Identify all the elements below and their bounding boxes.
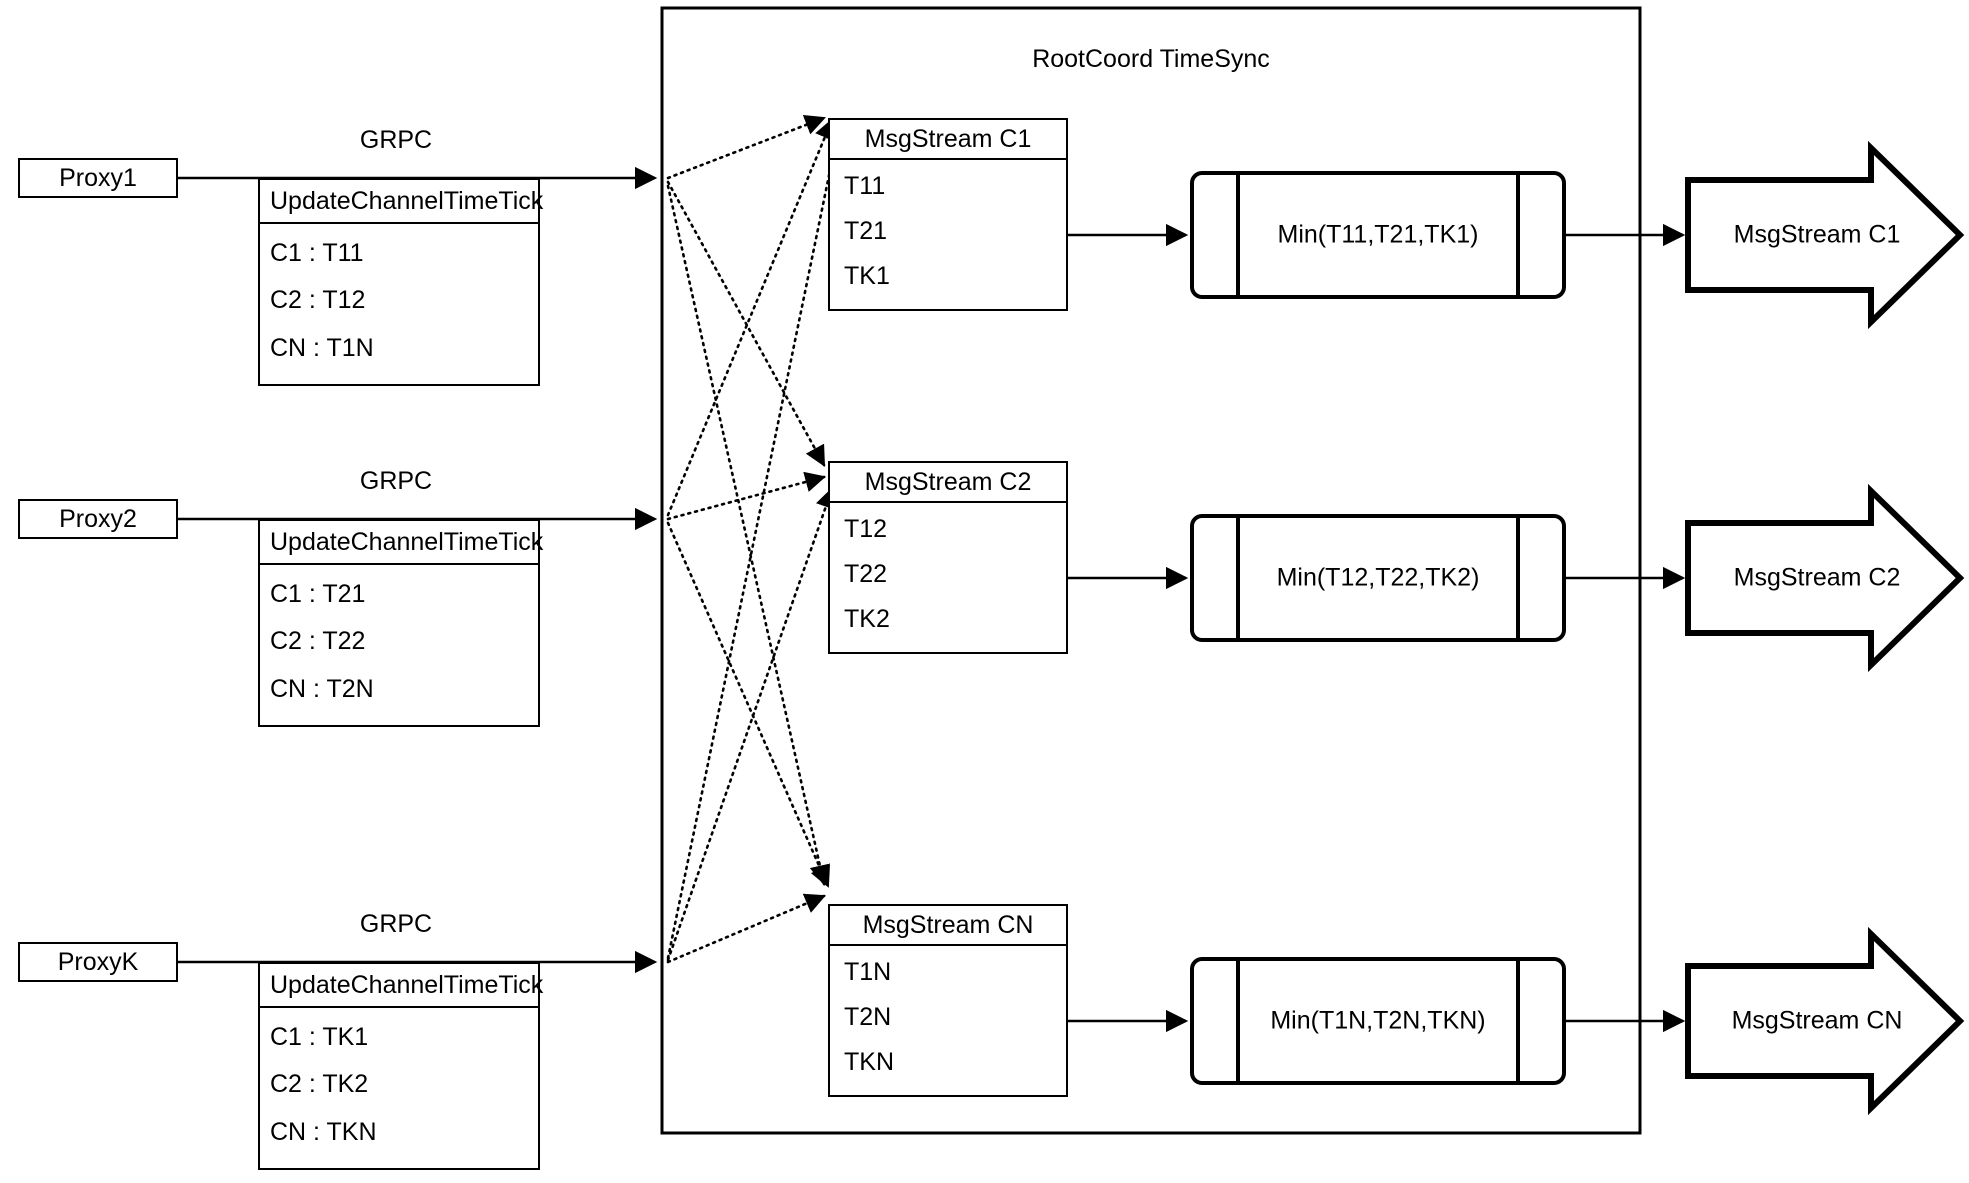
- timetick-fanout-group: [666, 115, 847, 964]
- proxy-box-2[interactable]: Proxy2: [18, 499, 178, 539]
- timetick-row: C1 : T11: [270, 239, 364, 268]
- msgstream-table-c2: MsgStream C2 T12 T22 TK2: [828, 461, 1068, 654]
- output-block-arrow-3: [1685, 926, 1965, 1116]
- timetick-table-body: C1 : T11 C2 : T12 CN : T1N: [260, 224, 538, 384]
- timetick-row: CN : T1N: [270, 333, 374, 362]
- timetick-row: C1 : T21: [270, 580, 366, 609]
- msgstream-row: TK2: [844, 605, 890, 633]
- timetick-table-header: UpdateChannelTimeTick: [260, 521, 543, 565]
- msgstream-table-header: MsgStream C2: [830, 463, 1066, 503]
- msgstream-table-body: T1N T2N TKN: [830, 946, 1066, 1095]
- output-arrow-label-cn: MsgStream CN: [1731, 1006, 1903, 1035]
- msgstream-row: TK1: [844, 262, 890, 290]
- msgstream-table-body: T12 T22 TK2: [830, 503, 1066, 652]
- min-process-block-cn: Min(T1N,T2N,TKN): [1190, 957, 1566, 1085]
- timetick-table-1: UpdateChannelTimeTick C1 : T11 C2 : T12 …: [258, 178, 543, 386]
- timetick-row: C1 : TK1: [270, 1023, 369, 1052]
- fanout-p1-cn: [666, 184, 831, 887]
- fanout-p2-cn: [666, 521, 830, 888]
- msgstream-table-body: T11 T21 TK1: [830, 160, 1066, 309]
- fanout-p2-c2: [666, 471, 827, 521]
- min-block-label: Min(T1N,T2N,TKN): [1270, 1006, 1486, 1035]
- timetick-table-k: UpdateChannelTimeTick C1 : TK1 C2 : TK2 …: [258, 962, 543, 1170]
- fanout-pk-c1: [666, 119, 847, 960]
- msgstream-table-header: MsgStream C1: [830, 120, 1066, 160]
- min-block-divider-right: [1516, 514, 1520, 642]
- timetick-row: C2 : T22: [270, 627, 366, 656]
- min-block-label: Min(T12,T22,TK2): [1276, 563, 1480, 592]
- timetick-table-header: UpdateChannelTimeTick: [260, 180, 543, 224]
- msgstream-row: T21: [844, 217, 888, 245]
- proxy-label: ProxyK: [57, 947, 139, 976]
- msgstream-table-cn: MsgStream CN T1N T2N TKN: [828, 904, 1068, 1097]
- timetick-table-body: C1 : T21 C2 : T22 CN : T2N: [260, 565, 538, 725]
- fanout-pk-c2: [666, 487, 836, 962]
- fanout-pk-cn: [666, 893, 826, 964]
- min-block-label: Min(T11,T21,TK1): [1277, 220, 1479, 249]
- msgstream-row: T11: [844, 172, 886, 200]
- output-arrow-label-c2: MsgStream C2: [1733, 563, 1901, 592]
- min-block-outline: [1190, 171, 1566, 299]
- min-block-outline: [1190, 514, 1566, 642]
- proxy-label: Proxy1: [59, 163, 137, 192]
- grpc-label-proxy2: GRPC: [359, 467, 433, 495]
- min-block-divider-left: [1236, 957, 1240, 1085]
- rootcoord-container-border: [660, 6, 1642, 1135]
- timetick-row: CN : T2N: [270, 674, 374, 703]
- min-process-block-c2: Min(T12,T22,TK2): [1190, 514, 1566, 642]
- msgstream-row: T1N: [844, 958, 892, 986]
- fanout-p2-c1: [666, 118, 835, 517]
- msgstream-row: T2N: [844, 1003, 892, 1031]
- output-arrow-label-c1: MsgStream C1: [1733, 220, 1901, 249]
- msgstream-row: T12: [844, 515, 888, 543]
- rootcoord-container-title: RootCoord TimeSync: [1032, 45, 1270, 73]
- msgstream-row: T22: [844, 560, 888, 588]
- grpc-label-proxy1: GRPC: [359, 126, 433, 154]
- min-block-divider-left: [1236, 171, 1240, 299]
- min-block-divider-right: [1516, 171, 1520, 299]
- timetick-table-header: UpdateChannelTimeTick: [260, 964, 543, 1008]
- fanout-p1-c2: [666, 180, 826, 467]
- msgstream-table-c1: MsgStream C1 T11 T21 TK1: [828, 118, 1068, 311]
- min-block-divider-right: [1516, 957, 1520, 1085]
- timetick-table-2: UpdateChannelTimeTick C1 : T21 C2 : T22 …: [258, 519, 543, 727]
- timetick-row: C2 : TK2: [270, 1070, 369, 1099]
- proxy-label: Proxy2: [59, 504, 137, 533]
- proxy-box-k[interactable]: ProxyK: [18, 942, 178, 982]
- timetick-table-body: C1 : TK1 C2 : TK2 CN : TKN: [260, 1008, 538, 1168]
- timetick-row: C2 : T12: [270, 286, 366, 315]
- proxy-box-1[interactable]: Proxy1: [18, 158, 178, 198]
- min-process-block-c1: Min(T11,T21,TK1): [1190, 171, 1566, 299]
- output-block-arrow-1: [1685, 140, 1965, 330]
- msgstream-table-header: MsgStream CN: [830, 906, 1066, 946]
- msgstream-row: TKN: [844, 1048, 894, 1076]
- min-block-divider-left: [1236, 514, 1240, 642]
- grpc-label-proxyk: GRPC: [359, 910, 433, 938]
- timetick-row: CN : TKN: [270, 1117, 377, 1146]
- min-block-outline: [1190, 957, 1566, 1085]
- fanout-p1-c1: [666, 115, 826, 180]
- output-block-arrow-2: [1685, 483, 1965, 673]
